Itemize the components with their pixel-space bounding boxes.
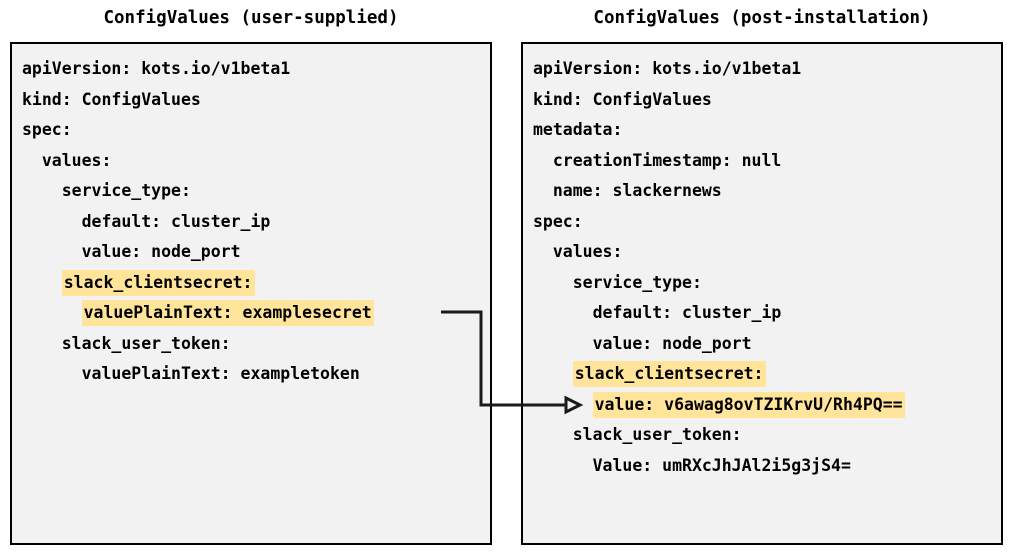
right-highlighted-value: value: v6awag8ovTZIKrvU/Rh4PQ==: [592, 391, 905, 418]
right-code-line: apiVersion: kots.io/v1beta1: [533, 59, 802, 78]
right-code-line: value: node_port: [533, 333, 752, 353]
left-code-line: spec:: [22, 120, 72, 139]
right-code-line: values:: [533, 242, 623, 261]
left-code-line: slack_user_token:: [22, 333, 231, 353]
right-code-line: creationTimestamp: null: [533, 150, 782, 170]
right-highlighted-value: slack_clientsecret:: [572, 361, 766, 387]
right-code-line: default: cluster_ip: [533, 303, 782, 322]
left-highlighted-value: slack_clientsecret:: [61, 269, 255, 296]
right-panel-title: ConfigValues (post-installation): [593, 8, 931, 28]
right-code-line: service_type:: [533, 272, 702, 292]
left-code-line: slack_clientsecret:: [22, 268, 484, 299]
left-code-line: values:: [22, 150, 112, 170]
right-code-line: metadata:: [533, 120, 623, 139]
right-code-line: name: slackernews: [533, 181, 722, 200]
left-code-line: service_type:: [22, 181, 191, 200]
left-code-line: default: cluster_ip: [22, 211, 271, 231]
left-code-line: valuePlainText: examplesecret: [22, 298, 484, 329]
right-code-line: slack_user_token:: [533, 425, 742, 444]
right-code-line: value: v6awag8ovTZIKrvU/Rh4PQ==: [533, 390, 995, 421]
right-yaml-code-block: apiVersion: kots.io/v1beta1 kind: ConfigV…: [533, 54, 995, 481]
right-config-panel: apiVersion: kots.io/v1beta1 kind: ConfigV…: [521, 42, 1003, 545]
left-code-line: value: node_port: [22, 242, 241, 261]
left-panel-title: ConfigValues (user-supplied): [103, 8, 399, 28]
left-code-line: apiVersion: kots.io/v1beta1: [22, 59, 291, 78]
left-code-line: valuePlainText: exampletoken: [22, 364, 360, 383]
left-highlighted-value: valuePlainText: examplesecret: [81, 300, 374, 326]
left-config-panel: apiVersion: kots.io/v1beta1 kind: ConfigV…: [10, 42, 492, 545]
left-yaml-code-block: apiVersion: kots.io/v1beta1 kind: ConfigV…: [22, 54, 484, 390]
right-code-line: slack_clientsecret:: [533, 359, 995, 390]
right-code-line: spec:: [533, 211, 583, 231]
right-code-line: kind: ConfigValues: [533, 89, 712, 109]
left-code-line: kind: ConfigValues: [22, 89, 201, 109]
right-code-line: Value: umRXcJhJAl2i5g3jS4=: [533, 455, 851, 475]
